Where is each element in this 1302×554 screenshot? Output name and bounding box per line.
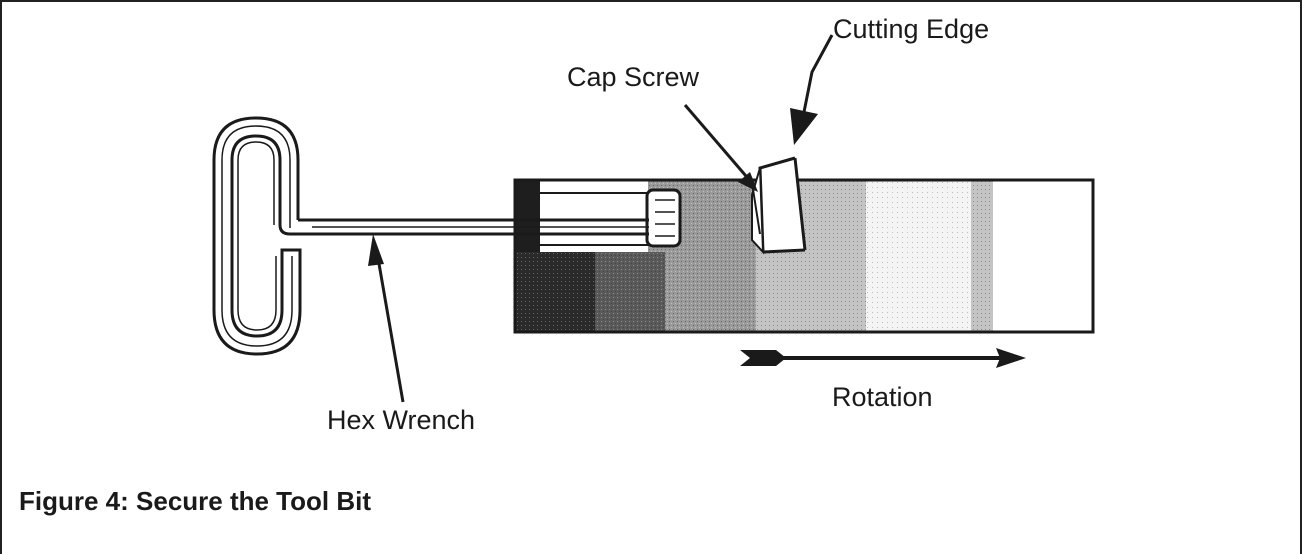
rotation-arrow bbox=[740, 348, 1026, 368]
rotation-label: Rotation bbox=[832, 382, 933, 412]
cutting-edge-leader bbox=[790, 34, 834, 145]
cap-screw-label: Cap Screw bbox=[567, 62, 700, 92]
cap-screw-head bbox=[645, 188, 682, 248]
hex-wrench bbox=[212, 116, 649, 356]
tool-bit bbox=[751, 156, 807, 255]
tool-holder-body bbox=[513, 178, 1095, 334]
cap-screw-leader bbox=[683, 104, 761, 235]
cutting-edge-label: Cutting Edge bbox=[833, 14, 990, 44]
hex-wrench-leader bbox=[368, 234, 405, 403]
figure-caption: Figure 4: Secure the Tool Bit bbox=[19, 486, 372, 516]
hex-wrench-label: Hex Wrench bbox=[327, 405, 476, 435]
